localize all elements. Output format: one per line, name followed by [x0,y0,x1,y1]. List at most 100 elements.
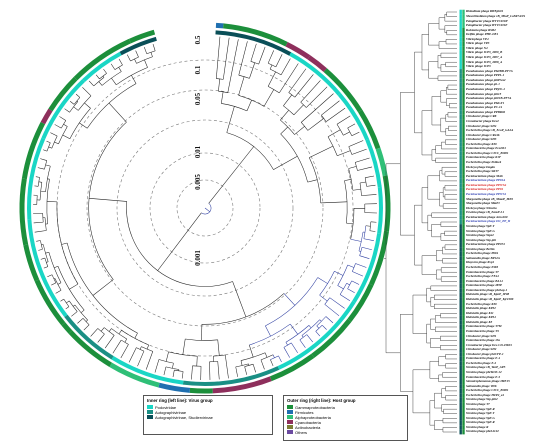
color-swatch [287,425,293,429]
tree-connector [73,97,81,105]
tree-connector [283,342,292,348]
legend-item: Actinobacteria [287,425,404,430]
outer-strip-cell [462,37,465,42]
outer-strip-cell [462,119,465,124]
tree-branch [34,230,47,233]
outer-ring-segment [19,178,29,246]
tip-label: Pectobacterium phage PP074 [466,242,505,247]
inner-strip-cell [459,365,462,371]
inner-strip-cell [459,128,462,134]
tip-label: Klebsiella phage KP32 [466,306,496,311]
tree-branch [347,288,355,293]
tip-label: Escherichia phage P694 [466,251,499,256]
tip-label: Yersinia phage R [466,424,489,429]
tip-label: Pectobacterium phage PPWS1 [466,192,507,196]
inner-ring-segment [215,30,292,56]
inner-strip-cell [459,269,462,275]
tree-branch [95,74,100,80]
outer-strip-cell [462,142,465,147]
outer-strip-cell [462,137,465,143]
outer-strip-cell [462,228,465,234]
inner-ring-segment [352,233,382,303]
tree-branch [347,123,356,129]
tip-label: Escherichia phage K30 [466,301,497,306]
scale-label-2: 0.01 [194,145,202,158]
tree-connector [324,297,330,305]
outer-strip-cell [462,164,465,170]
outer-ring-segment [307,55,327,72]
outer-strip-cell [462,397,465,403]
tip-label: Pectobacterium phage PP81A [466,178,506,183]
tree-branch [319,294,328,302]
tree-branch [334,270,344,276]
tree-branch [285,342,288,346]
inner-strip-cell [459,292,462,298]
inner-strip-cell [459,352,462,357]
tree-branch [88,80,94,87]
tree-connector [46,142,51,152]
outer-strip-cell [462,183,465,188]
tip-label: Morganella phage vB_MmoP_MP2 [466,196,513,201]
inner-strip-cell [459,393,462,398]
tree-branch [59,116,66,121]
tree-connector [337,264,348,286]
tree-connector [51,135,58,149]
inner-ring-segment [289,52,341,96]
tree-branch [172,363,174,369]
tip-label: Yersinia phage Berlin [466,246,495,251]
inner-strip-cell [459,142,462,147]
inner-strip-cell [459,69,462,74]
tree-branch [65,306,70,310]
tip-label: Pseudomonas phage PPBR02 [466,109,506,114]
tree-branch [358,250,361,252]
outer-strip-cell [462,215,465,220]
outer-strip-cell [462,379,465,385]
tree-branch [309,145,334,158]
tip-label: Dickeya phage Ninurta [466,205,497,210]
outer-strip-cell [462,429,465,435]
tree-branch [273,156,298,170]
tree-branch [209,361,211,380]
scale-label-5: 0.5 [194,35,202,44]
tree-connector [63,298,70,307]
tree-connector [280,133,308,183]
tree-branch [110,63,116,70]
tree-connector [300,122,309,131]
rectangular-phylogenetic-tree [384,9,465,435]
outer-strip-cell [462,96,465,102]
inner-ring-segment [377,186,383,234]
legend-item-label: Firmicutes [295,409,314,415]
inner-ring-segment [82,51,122,83]
tree-branch [226,106,235,133]
legend-item: Autographivirinae, Studiervirinae [147,415,269,420]
tree-branch [325,316,334,324]
tree-branch [235,366,238,377]
tip-label: Citrobacter phage phiCFP-1 [466,351,504,356]
tip-label: Pseudomonas phage gh-1 [466,82,500,87]
inner-strip-cell [459,196,462,202]
outer-ring-segment [323,68,363,113]
tip-label: Enterobacteria phage 285P [466,283,502,288]
outer-strip-cell [462,311,465,316]
tree-connector [146,50,156,55]
inner-strip-cell [459,315,462,321]
tree-branch [355,157,370,163]
outer-strip-cell [462,105,465,111]
tree-connector [347,127,353,136]
outer-strip-cell [462,374,465,380]
tree-branch [137,350,145,367]
tip-label: Enterobacteria phage 13a [466,338,500,343]
outer-strip-cell [462,260,465,266]
tree-branch [69,101,75,105]
tree-branch [317,277,328,284]
tree-connector [104,327,115,336]
tip-label: Pseudomonas phage PPpW-4 [466,87,505,91]
tree-branch [45,164,51,167]
tree-connector [201,203,212,215]
outer-strip-cell [462,338,465,344]
inner-strip-cell [459,283,462,289]
tree-connector [136,56,153,64]
tree-branch [280,126,288,135]
inner-strip-cell [459,374,462,380]
